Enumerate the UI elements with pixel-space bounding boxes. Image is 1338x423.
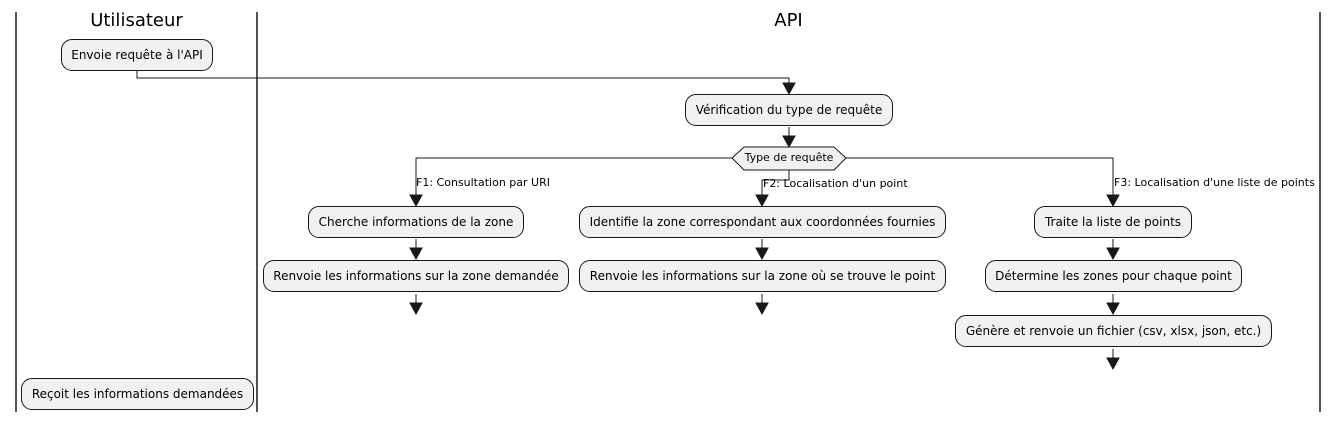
node-send-request: Envoie requête à l'API [61,39,213,71]
arrowhead [1106,247,1120,261]
node-f1-search: Cherche informations de la zone [308,206,524,238]
edge-decision-f1 [415,157,732,198]
node-verify-type: Vérification du type de requête [685,94,893,126]
node-f2-return: Renvoie les informations sur la zone où … [579,260,946,292]
edge-decision-f3 [846,157,1114,198]
arrowhead [409,194,423,208]
node-f1-return: Renvoie les informations sur la zone dem… [263,260,569,292]
arrowhead [409,302,423,316]
arrowhead [782,135,796,149]
node-f3-process: Traite la liste de points [1034,206,1192,238]
arrowhead [782,82,796,96]
decision-label: Type de requête [744,151,834,164]
arrowhead [1106,357,1120,371]
branch-label-f3: F3: Localisation d'une liste de points [1114,176,1315,189]
arrowhead [1106,302,1120,316]
arrowhead [755,302,769,316]
branch-label-f2: F2: Localisation d'un point [763,177,908,190]
edge-request-to-verify [136,71,790,86]
edge-decision-f2 [761,170,790,198]
branch-label-f1: F1: Consultation par URI [416,176,550,189]
arrowhead [1106,194,1120,208]
lane-title-api: API [774,10,803,31]
arrowhead [409,247,423,261]
lane-title-user: Utilisateur [90,10,183,31]
arrowhead [755,247,769,261]
arrowhead [755,194,769,208]
node-receive: Reçoit les informations demandées [21,378,254,410]
node-f3-generate: Génère et renvoie un fichier (csv, xlsx,… [955,315,1272,347]
node-f3-determine: Détermine les zones pour chaque point [985,260,1242,292]
decision-diamond [731,146,847,171]
node-f2-identify: Identifie la zone correspondant aux coor… [579,206,946,238]
